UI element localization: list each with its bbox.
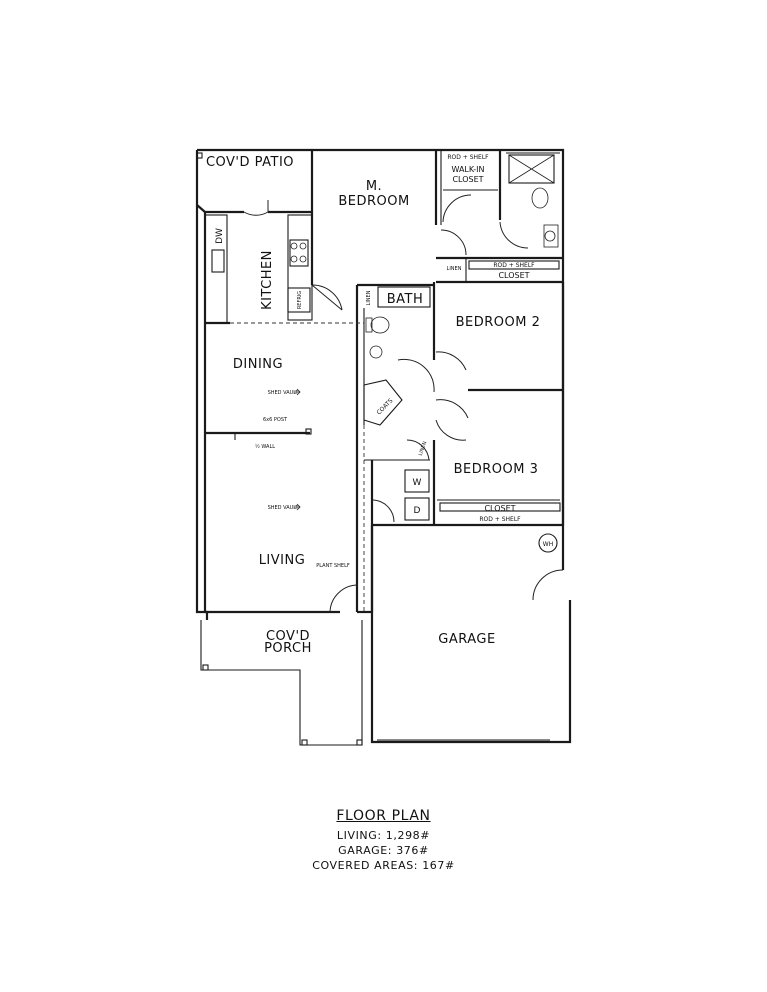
label-half-wall: ½ WALL [255,443,275,450]
label-bedroom3: BEDROOM 3 [454,462,539,477]
room-labels: COV'D PATIO M. BEDROOM ROD + SHELF WALK-… [206,154,553,656]
label-master-bedroom-line1: M. [366,179,382,194]
label-linen-master: LINEN [447,266,462,272]
label-linen-hall: LINEN [418,440,429,456]
label-plant-shelf: PLANT SHELF [316,563,350,569]
label-refrig: REFRIG [297,291,303,309]
label-washer: W [413,478,422,488]
label-dining: DINING [233,357,283,372]
label-shed-vault-dining: SHED VAULT [268,390,300,396]
label-covd-porch-line1: COV'D [266,629,310,644]
label-closet-2: CLOSET [484,504,515,513]
label-closet-1: CLOSET [498,271,529,280]
label-kitchen: KITCHEN [260,250,275,310]
label-covd-porch-line2: PORCH [264,641,312,656]
label-dryer: D [414,506,421,516]
label-water-heater: WH [543,541,553,548]
label-rod-shelf-closet1: ROD + SHELF [493,262,535,269]
caption-covered: COVERED AREAS: 167# [312,859,455,872]
label-walk-in-line1: WALK-IN [451,165,484,174]
label-shed-vault-living: SHED VAULT [268,505,300,511]
interior-walls [196,150,565,746]
label-coats: COATS [375,397,394,416]
label-rod-shelf-walkin: ROD + SHELF [447,154,489,161]
label-walk-in-line2: CLOSET [452,175,483,184]
label-covd-patio: COV'D PATIO [206,155,294,170]
caption-living: LIVING: 1,298# [336,829,431,842]
exterior-walls [195,148,572,746]
caption-title: FLOOR PLAN [336,808,431,824]
label-master-bedroom-line2: BEDROOM [338,194,409,209]
label-rod-shelf-closet2: ROD + SHELF [479,516,521,523]
vault-arrow-icons [294,388,301,511]
label-bedroom2: BEDROOM 2 [456,315,541,330]
label-living: LIVING [259,553,306,568]
caption-garage: GARAGE: 376# [338,844,429,857]
label-linen-bath: LINEN [366,290,372,305]
label-garage: GARAGE [438,632,495,647]
label-bath: BATH [387,292,424,307]
label-post: 6x6 POST [263,417,288,423]
label-dw: DW [215,228,225,244]
doors [243,194,564,613]
